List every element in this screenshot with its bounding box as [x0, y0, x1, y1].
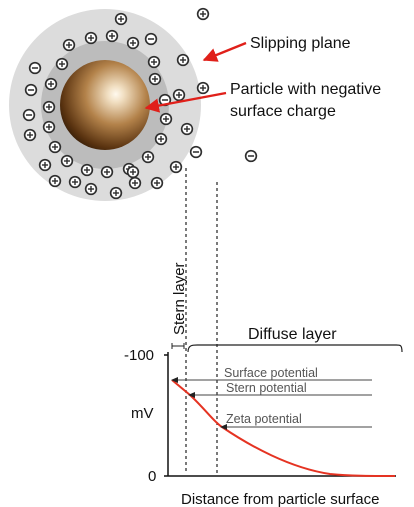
positive-ion [23, 128, 37, 142]
positive-ion [62, 38, 76, 52]
positive-ion [114, 12, 128, 26]
potential-curve-stern [171, 379, 191, 396]
negative-ion [244, 149, 258, 163]
stern-potential-label: Stern potential [226, 381, 307, 395]
stern-potential-marker [188, 392, 195, 398]
particle-label-line2: surface charge [230, 103, 336, 120]
surface-potential-marker [171, 377, 178, 383]
zeta-potential-marker [220, 424, 227, 430]
negative-ion [24, 83, 38, 97]
particle-label-line1: Particle with negative [230, 81, 381, 98]
positive-ion [128, 176, 142, 190]
positive-ion [126, 36, 140, 50]
positive-ion [68, 175, 82, 189]
positive-ion [42, 100, 56, 114]
positive-ion [42, 120, 56, 134]
particle-arrow [144, 91, 227, 113]
positive-ion [100, 165, 114, 179]
positive-ion [141, 150, 155, 164]
slipping-plane-arrow [202, 41, 247, 62]
positive-ion [172, 88, 186, 102]
diffuse-layer-bracket [187, 344, 403, 353]
slipping-plane-label: Slipping plane [250, 35, 351, 52]
negative-ion [189, 145, 203, 159]
negative-ion [22, 108, 36, 122]
stern-layer-label: Stern layer [171, 262, 188, 335]
positive-ion [38, 158, 52, 172]
positive-ion [180, 122, 194, 136]
positive-ion [154, 132, 168, 146]
positive-ion [48, 140, 62, 154]
positive-ion [176, 53, 190, 67]
positive-ion [84, 31, 98, 45]
positive-ion [169, 160, 183, 174]
stern-layer-bracket [171, 343, 185, 349]
positive-ion [60, 154, 74, 168]
positive-ion [44, 77, 58, 91]
positive-ion [159, 112, 173, 126]
positive-ion [147, 55, 161, 69]
positive-ion [80, 163, 94, 177]
axis-unit-label: mV [131, 405, 154, 422]
positive-ion [109, 186, 123, 200]
potential-curve-diffuse [189, 394, 396, 477]
positive-ion [150, 176, 164, 190]
axis-zero-label: 0 [148, 468, 156, 485]
zeta-potential-label: Zeta potential [226, 412, 302, 426]
x-axis-label: Distance from particle surface [181, 491, 379, 507]
positive-ion [55, 57, 69, 71]
negative-ion [144, 32, 158, 46]
positive-ion [105, 29, 119, 43]
positive-ion [126, 165, 140, 179]
negative-ion [28, 61, 42, 75]
axis-top-label: -100 [124, 347, 154, 364]
positive-ion [196, 81, 210, 95]
positive-ion [48, 174, 62, 188]
diffuse-layer-label: Diffuse layer [248, 326, 337, 343]
positive-ion [84, 182, 98, 196]
positive-ion [148, 72, 162, 86]
charged-particle [60, 60, 150, 150]
positive-ion [196, 7, 210, 21]
surface-potential-label: Surface potential [224, 366, 318, 380]
